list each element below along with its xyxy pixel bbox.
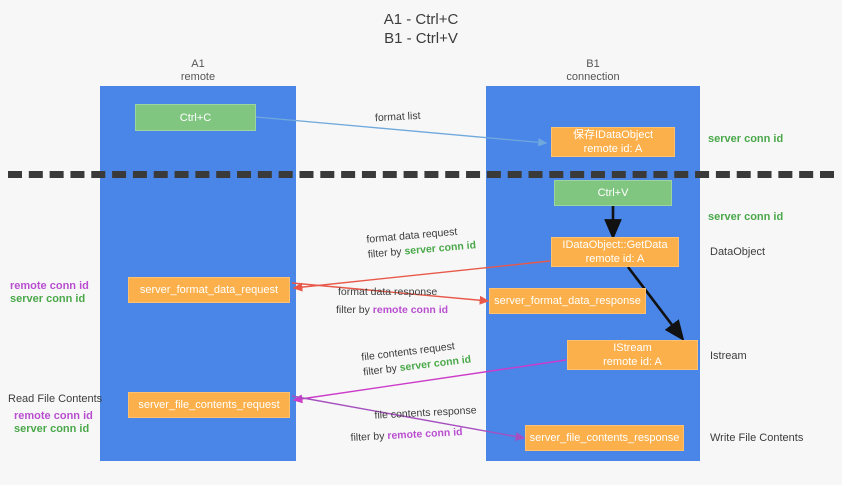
- filter-value: remote conn id: [387, 426, 463, 443]
- annotation-server-conn-id-2: server conn id: [708, 211, 784, 223]
- node-idataobject-getdata[interactable]: IDataObject::GetData remote id: A: [551, 237, 679, 267]
- annotation-istream: Istream: [710, 350, 747, 362]
- edge-label-format-data-request: format data request filter by server con…: [366, 223, 477, 262]
- annotation-server-conn-id-left-1: server conn id: [10, 293, 86, 305]
- edge-label-format-data-response-text: format data response: [338, 286, 438, 298]
- filter-prefix: filter by: [362, 362, 401, 379]
- edge-label-file-contents-response-filter: filter by remote conn id: [350, 424, 478, 446]
- lane-header-b1: B1 connection: [566, 58, 620, 83]
- page-title: A1 - Ctrl+C B1 - Ctrl+V: [383, 11, 459, 47]
- node-istream[interactable]: IStream remote id: A: [567, 340, 698, 370]
- lane-header-a1: A1 remote: [180, 58, 216, 83]
- annotation-dataobject: DataObject: [710, 246, 766, 258]
- annotation-remote-conn-id-1: remote conn id: [10, 280, 89, 292]
- node-save-idataobject[interactable]: 保存IDataObject remote id: A: [551, 127, 675, 157]
- annotation-read-file-contents: Read File Contents: [8, 393, 103, 405]
- edge-label-format-data-response: format data response filter by remote co…: [336, 285, 448, 318]
- section-divider: [8, 171, 834, 178]
- annotation-write-file-contents: Write File Contents: [710, 432, 804, 444]
- edge-label-file-contents-request: file contents request filter by server c…: [361, 337, 472, 380]
- node-ctrl-v[interactable]: Ctrl+V: [554, 180, 672, 206]
- filter-value: remote conn id: [372, 304, 449, 316]
- annotation-remote-conn-id-2: remote conn id: [14, 410, 93, 422]
- edge-label-file-contents-response: file contents response filter by remote …: [350, 403, 478, 444]
- annotation-server-conn-id-1: server conn id: [708, 133, 784, 145]
- filter-prefix: filter by: [350, 430, 388, 444]
- node-server-file-contents-request[interactable]: server_file_contents_request: [128, 392, 290, 418]
- edge-label-format-list: format list: [374, 109, 421, 125]
- node-server-format-data-response[interactable]: server_format_data_response: [489, 288, 646, 314]
- edge-label-file-contents-response-text: file contents response: [374, 404, 477, 422]
- annotation-server-conn-id-left-2: server conn id: [14, 423, 90, 435]
- edge-label-format-data-response-filter: filter by remote conn id: [336, 303, 448, 318]
- filter-prefix: filter by: [336, 304, 373, 316]
- node-server-format-data-request[interactable]: server_format_data_request: [128, 277, 290, 303]
- node-ctrl-c[interactable]: Ctrl+C: [135, 104, 256, 131]
- filter-prefix: filter by: [367, 245, 405, 261]
- node-server-file-contents-response[interactable]: server_file_contents_response: [525, 425, 684, 451]
